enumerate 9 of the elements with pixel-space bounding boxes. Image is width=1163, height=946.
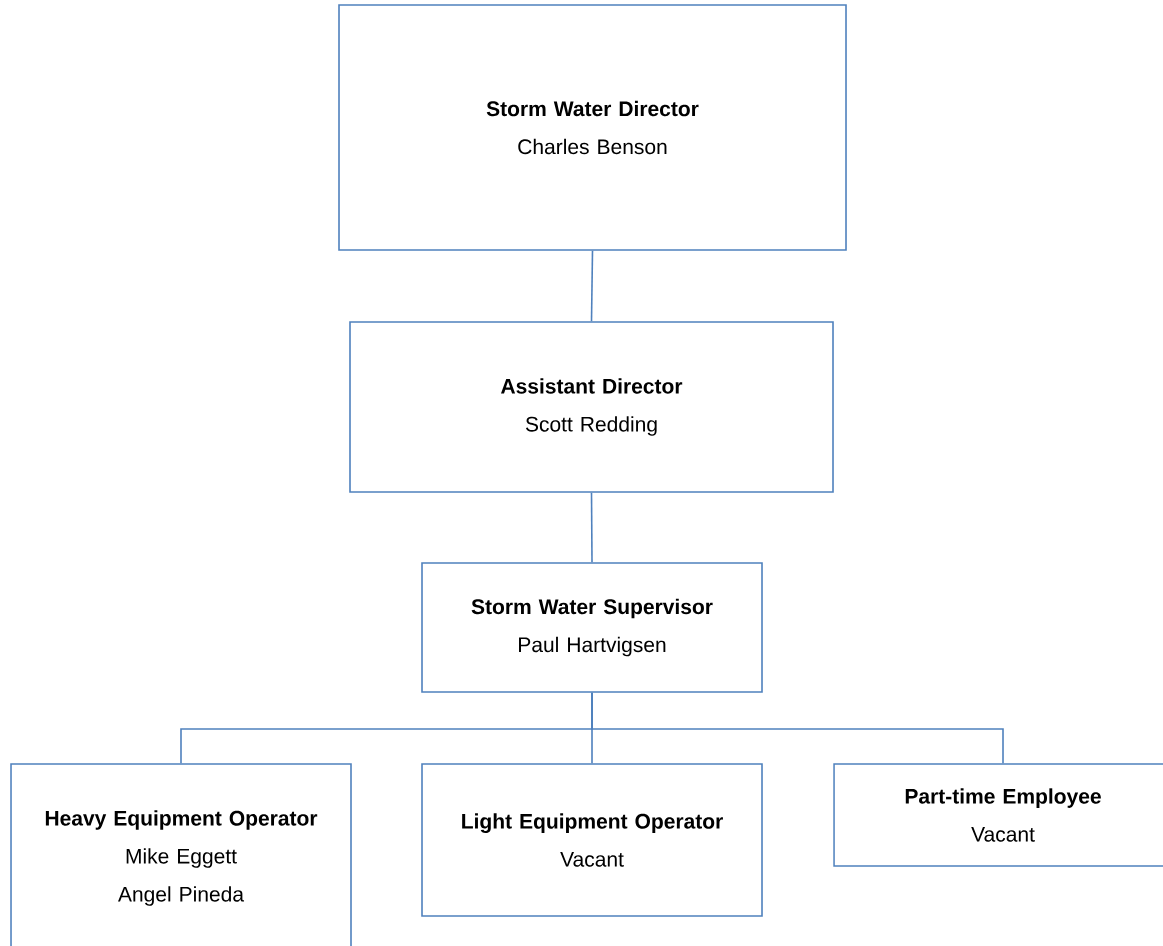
- org-box: Light Equipment Operator Vacant: [421, 763, 763, 917]
- org-box: Storm Water Director Charles Benson: [338, 4, 847, 251]
- org-box: Heavy Equipment Operator Mike Eggett Angel Pineda: [10, 763, 352, 946]
- org-box: Part-time Employee Vacant: [833, 763, 1163, 867]
- org-box: Storm Water Supervisor Paul Hartvigsen: [421, 562, 763, 693]
- connector-line: [590, 250, 594, 322]
- connector-line: [590, 492, 593, 563]
- org-box: Assistant Director Scott Redding: [349, 321, 834, 493]
- connector-line: [591, 692, 1004, 764]
